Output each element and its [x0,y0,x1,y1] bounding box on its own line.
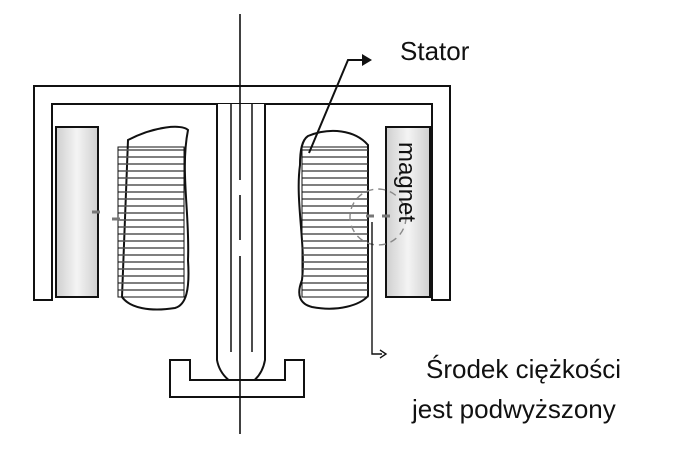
magnet-left [55,126,99,298]
base-bracket [169,359,305,398]
center-of-gravity-label-line2: jest podwyższony [411,394,616,424]
magnet-label: magnet [393,142,420,222]
center-of-gravity-label-line1: Środek ciężkości [426,354,621,384]
center-of-gravity-marker [349,188,407,246]
connector-marks [92,210,390,221]
outer-housing [33,85,451,301]
magnet-right [385,126,431,298]
stator-arrow [308,54,372,154]
center-of-gravity-leader [371,222,388,359]
stator-coil-left [117,125,190,311]
stator-coil-right [297,130,369,310]
stator-label: Stator [400,36,470,66]
